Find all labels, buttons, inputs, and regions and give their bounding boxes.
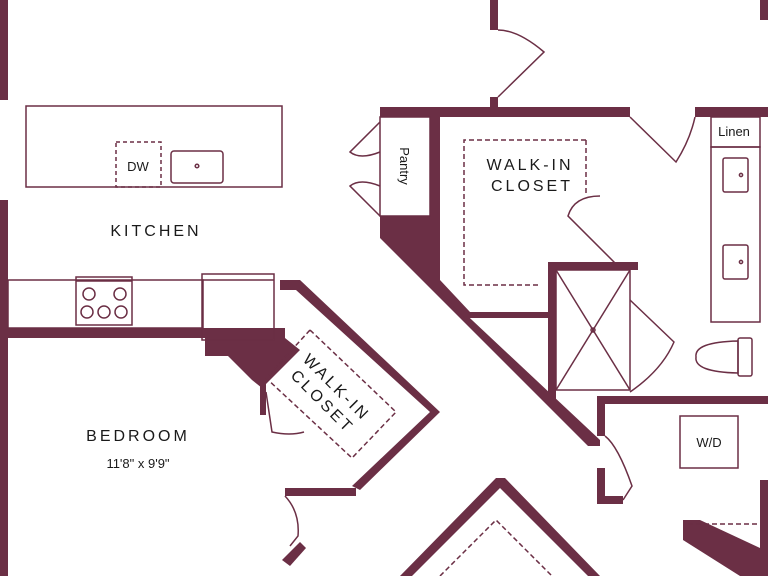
wall-left-exterior-lower [0,200,8,576]
wall-right-exterior-lower [760,480,768,576]
vanity [710,146,761,323]
wall-closet-top [380,107,630,117]
closet1-shelving [463,139,586,286]
wall-laundry-top [597,396,768,404]
wall-closet2-outer [280,280,440,490]
walkin-closet-1-line2: CLOSET [491,178,573,195]
wall-left-exterior [0,0,8,100]
stove [75,276,133,326]
washer-dryer [679,415,739,469]
wall-shower-top [548,262,638,270]
wall-kitchen-bedroom [0,328,205,338]
dishwasher-label: DW [127,159,149,174]
linen-label: Linen [718,124,750,139]
wall-laundry-left-lower [597,468,605,504]
wall-closet2-wedge [205,328,300,388]
washer-dryer-label: W/D [696,435,721,450]
shower [555,269,631,391]
toilet-bowl [695,340,739,374]
bedroom-label: BEDROOM [86,428,190,445]
wall-top-vertical-stub [490,97,498,107]
wall-diagonal-wedge [380,216,600,446]
wall-pantry-right [430,107,440,287]
burner-5 [114,305,128,319]
kitchen-label: KITCHEN [110,223,201,240]
pantry-box [379,116,431,217]
burner-4 [97,305,111,319]
island-sink [170,150,224,184]
vanity-sink-2 [722,244,749,280]
pantry-label: Pantry [397,147,412,185]
wall-closet2-stub [260,383,266,415]
wall-bath-top [695,107,768,117]
refrigerator [201,273,275,341]
wall-top-vertical [490,0,498,30]
wall-bedroom-bottom-door [282,542,306,566]
kitchen-counter [7,279,204,329]
dishwasher-outline [115,141,162,188]
wall-bedroom-bottom [285,488,356,496]
wall-laundry-left [597,396,605,436]
sink-drain [194,163,200,169]
burner-1 [82,287,96,301]
burner-2 [113,287,127,301]
wall-laundry-bottom [605,496,623,504]
bedroom-size: 11'8" x 9'9" [106,456,169,471]
walkin-closet-1-line1: WALK-IN [486,157,573,174]
wall-shower-left [548,262,556,402]
wall-laundry-diagonal [683,520,760,576]
fixtures-outlines [7,29,761,576]
kitchen-island [25,105,283,188]
wall-right-exterior [760,0,768,20]
closet2-shelving [264,328,398,460]
wall-closet-bottom [440,265,556,318]
burner-3 [80,305,94,319]
wall-bottom-center [400,478,600,576]
vanity-sink-1 [722,157,749,193]
